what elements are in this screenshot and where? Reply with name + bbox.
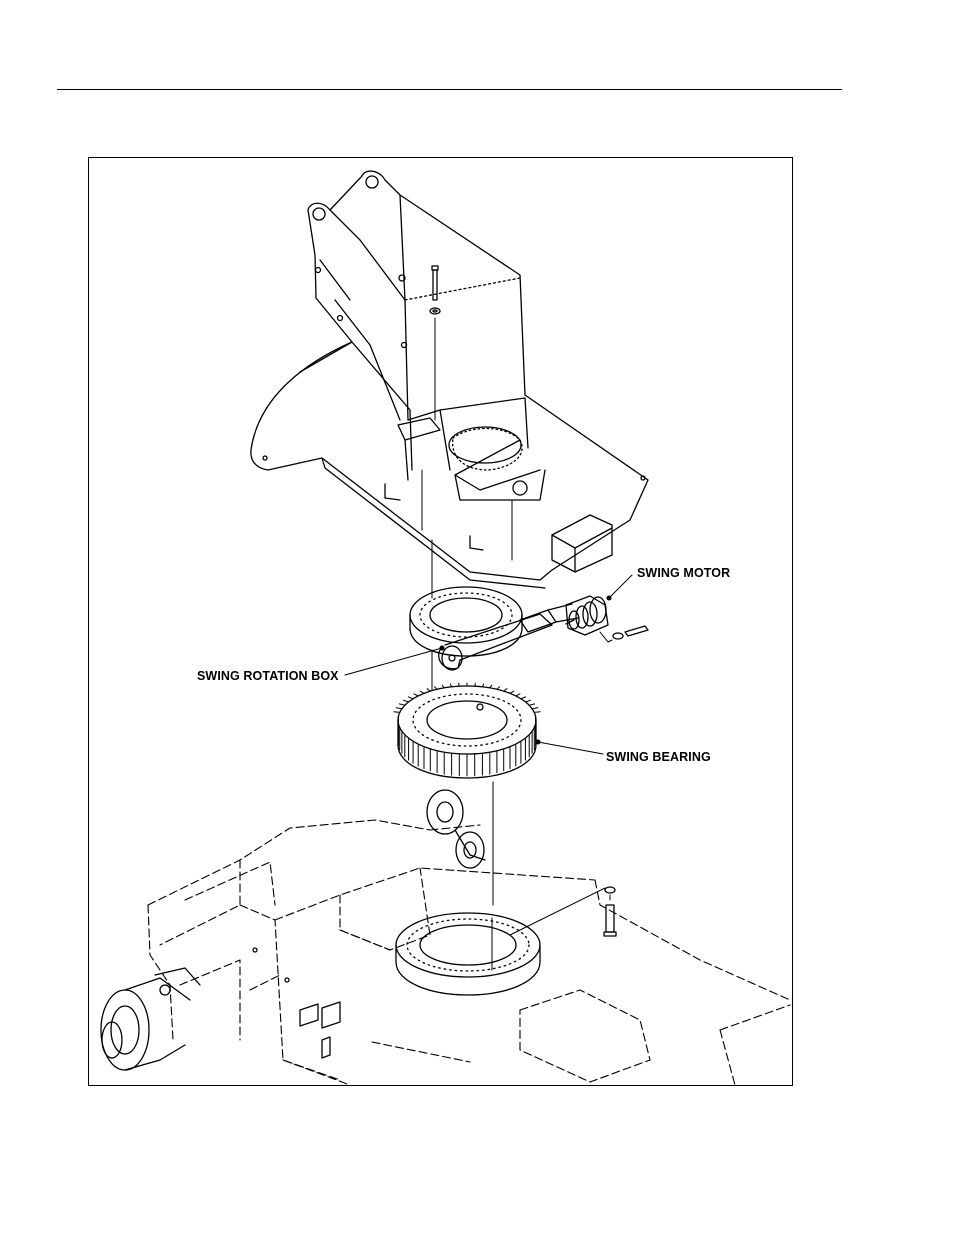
swing-motor [566, 596, 648, 642]
gear-tooth [404, 700, 409, 702]
chassis-bolt [604, 887, 616, 936]
gear-tooth [534, 712, 540, 713]
gear-tooth [516, 694, 520, 696]
gear-tooth [510, 691, 514, 693]
swing-rotation-box [410, 587, 578, 670]
leader-lines [345, 575, 632, 935]
gear-tooth [399, 704, 404, 705]
turntable-bolt [430, 266, 440, 314]
gear-tooth [525, 700, 530, 702]
chassis-phantom [148, 820, 790, 1085]
gear-tooth [394, 712, 400, 713]
gear-tooth [420, 691, 424, 693]
chassis-mount-ring [396, 913, 540, 995]
gear-tooth [521, 697, 526, 699]
callout-swing-bearing: SWING BEARING [606, 750, 711, 764]
gear-tooth [532, 708, 538, 709]
gear-tooth [475, 683, 476, 686]
gear-tooth [408, 697, 413, 699]
gear-tooth [396, 708, 402, 709]
alignment-lines [422, 318, 512, 970]
chassis-cutouts [253, 948, 340, 1058]
swing-bearing [394, 683, 540, 778]
gear-tooth [414, 694, 418, 696]
gear-tooth [427, 689, 430, 692]
turntable-weldment [251, 171, 648, 588]
callout-swing-motor: SWING MOTOR [637, 566, 730, 580]
gear-tooth [529, 704, 534, 705]
callout-swing-rotation-box: SWING ROTATION BOX [197, 669, 339, 683]
gear-tooth [459, 683, 460, 686]
gear-tooth [504, 689, 507, 692]
